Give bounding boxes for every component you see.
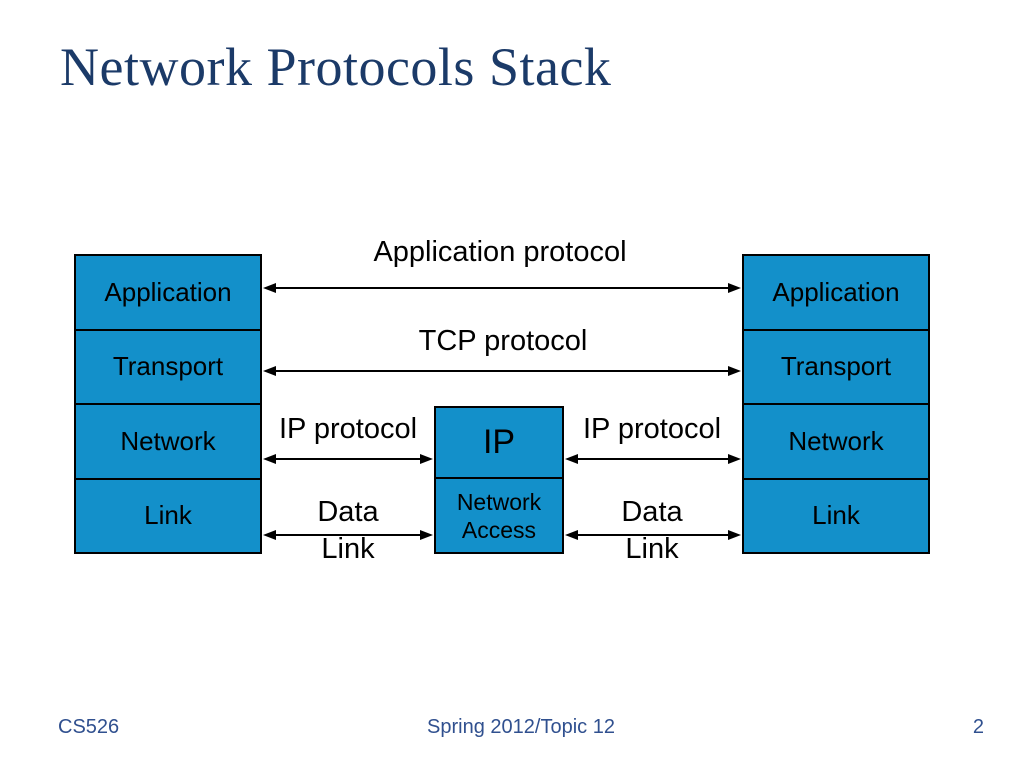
footer-page-number: 2 (972, 716, 984, 738)
footer-center-text: Spring 2012/Topic 12 (427, 716, 615, 738)
stack-layer-application: Application (104, 276, 232, 307)
footer-course: CS526 (58, 716, 120, 738)
page-title: Network Protocols Stack (60, 37, 612, 97)
stack-layer-transport: Transport (76, 328, 260, 404)
data-link-label-right-line1: Data (621, 496, 683, 528)
router-layer-network-access: Network Access (436, 477, 562, 552)
stack-layer-link: Link (76, 477, 260, 553)
ip-protocol-arrow-left (263, 454, 433, 464)
stack-layer-link: Link (744, 477, 928, 553)
right-host-stack: Application Transport Network Link (742, 254, 930, 554)
router-node: IP Network Access (434, 406, 564, 554)
left-host-stack: Application Transport Network Link (74, 254, 262, 554)
tcp-protocol-arrow (263, 366, 741, 376)
slide-footer: CS526 Spring 2012/Topic 12 2 (0, 716, 1024, 739)
router-layer-ip: IP (482, 423, 516, 461)
data-link-label-left-line2: Link (321, 533, 375, 565)
stack-layer-network: Network (744, 403, 928, 478)
data-link-label-right-line2: Link (625, 533, 679, 565)
ip-protocol-label-right: IP protocol (582, 413, 722, 445)
stack-layer-application: Application (772, 276, 900, 307)
ip-protocol-label-left: IP protocol (278, 413, 418, 445)
data-link-label-left-line1: Data (317, 496, 379, 528)
application-protocol-arrow (263, 283, 741, 293)
stack-layer-network: Network (76, 403, 260, 478)
stack-layer-transport: Transport (744, 328, 928, 404)
tcp-protocol-label: TCP protocol (418, 325, 588, 357)
ip-protocol-arrow-right (565, 454, 741, 464)
application-protocol-label: Application protocol (373, 236, 627, 268)
